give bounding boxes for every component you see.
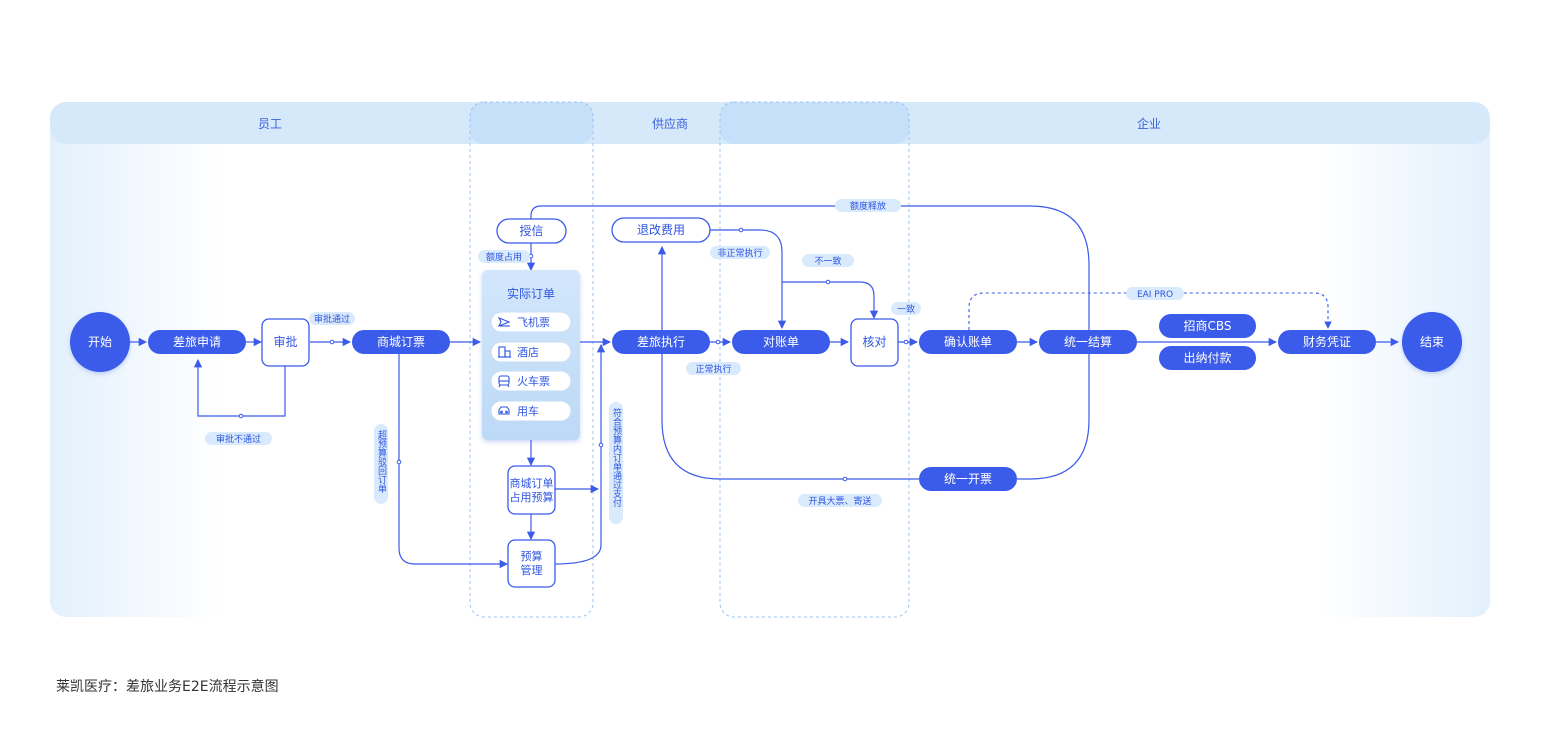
- verify-label: 核对: [862, 335, 886, 349]
- approve-label: 审批: [273, 334, 297, 349]
- end-label: 结束: [1420, 335, 1444, 349]
- travel-apply-label: 差旅申请: [173, 335, 221, 349]
- budget-mgmt-label-1: 预算: [521, 549, 543, 563]
- tag-mismatch: 不一致: [814, 255, 841, 267]
- tag-approval-failed: 审批不通过: [216, 433, 261, 445]
- mall-booking-node[interactable]: [352, 330, 450, 354]
- tag-approval-failed-bg: [205, 432, 272, 445]
- supplier-column-2-header: [720, 102, 909, 144]
- edge-invoice-exec: [657, 245, 919, 480]
- plane-icon: [497, 316, 511, 328]
- car-item[interactable]: [490, 400, 572, 422]
- unified-invoice-label: 统一开票: [944, 472, 992, 486]
- train-icon: [498, 375, 510, 388]
- tag-within-budget: 符合预算内订单通过支付: [611, 407, 622, 508]
- hotel-label: 酒店: [517, 345, 539, 359]
- tag-quota-release-bg: [835, 199, 901, 212]
- start-label: 开始: [88, 335, 112, 349]
- travel-exec-label: 差旅执行: [637, 335, 685, 349]
- cashier-pay-node[interactable]: [1159, 346, 1256, 370]
- budget-mgmt-node[interactable]: [507, 539, 556, 588]
- finance-voucher-label: 财务凭证: [1303, 334, 1351, 349]
- edge-budget-exec: [554, 343, 606, 565]
- diagram-caption: 莱凯医疗：差旅业务E2E流程示意图: [56, 679, 279, 695]
- credit-label: 授信: [519, 223, 543, 238]
- tag-abnormal-exec: 非正常执行: [717, 247, 762, 259]
- lane-supplier-title: 供应商: [652, 116, 688, 131]
- edge-verify-mismatch: [782, 281, 879, 320]
- building-icon: [498, 346, 511, 358]
- credit-node[interactable]: [496, 218, 567, 244]
- statement-label: 对账单: [763, 335, 799, 349]
- supplier-column-1: [469, 101, 594, 618]
- tag-eai-pro: EAI PRO: [1137, 290, 1173, 300]
- tag-over-budget-bg: [374, 424, 388, 504]
- car-label: 用车: [517, 404, 539, 418]
- supplier-column-1-header: [470, 102, 593, 144]
- finance-voucher-node[interactable]: [1278, 330, 1376, 354]
- unified-invoice-node[interactable]: [919, 467, 1017, 491]
- tag-approval-passed-bg: [309, 312, 355, 325]
- mall-budget-label-2: 占用预算: [510, 490, 554, 504]
- tag-mismatch-bg: [802, 254, 854, 267]
- lane-employee-title: 员工: [258, 117, 282, 131]
- confirm-statement-label: 确认账单: [944, 335, 992, 349]
- mall-budget-node[interactable]: [507, 465, 556, 515]
- cashier-pay-label: 出纳付款: [1183, 351, 1231, 365]
- car-icon: [498, 406, 510, 415]
- unified-settle-label: 统一结算: [1064, 334, 1112, 349]
- flight-label: 飞机票: [517, 315, 550, 329]
- mall-budget-label-1: 商城订单: [510, 476, 554, 490]
- refund-fee-node[interactable]: [611, 217, 711, 243]
- travel-apply-node[interactable]: [148, 330, 246, 354]
- budget-mgmt-label-2: 管理: [521, 563, 543, 577]
- unified-settle-node[interactable]: [1039, 330, 1137, 354]
- flight-item[interactable]: [490, 311, 572, 333]
- edge-quota-release: [530, 205, 1090, 480]
- mall-booking-label: 商城订票: [377, 334, 425, 349]
- tag-abnormal-exec-bg: [710, 246, 770, 259]
- confirm-statement-node[interactable]: [919, 330, 1017, 354]
- lane-enterprise-title: 企业: [1137, 116, 1161, 131]
- cmb-cbs-node[interactable]: [1159, 314, 1256, 338]
- tag-approval-passed: 审批通过: [314, 313, 350, 325]
- edge-refund-statement: [710, 229, 787, 330]
- tag-eai-pro-bg: [1126, 287, 1184, 300]
- diagram-panel: [50, 102, 1490, 617]
- statement-node[interactable]: [732, 330, 830, 354]
- tag-within-budget-bg: [609, 402, 623, 524]
- tag-quota-release: 额度释放: [850, 200, 886, 212]
- supplier-column-2: [719, 101, 910, 618]
- end-node[interactable]: [1402, 312, 1462, 372]
- train-label: 火车票: [517, 374, 550, 388]
- edge-mall-overbudget: [398, 354, 509, 569]
- cmb-cbs-label: 招商CBS: [1183, 318, 1231, 333]
- tag-invoice-mail: 开具大票、寄送: [808, 495, 871, 507]
- verify-node[interactable]: [850, 318, 899, 367]
- tag-normal-exec: 正常执行: [695, 363, 731, 375]
- refund-fee-label: 退改费用: [637, 223, 685, 237]
- tag-quota-occupied-bg: [478, 250, 530, 263]
- tag-match: 一致: [897, 303, 915, 315]
- actual-order-title: 实际订单: [507, 286, 555, 301]
- tag-normal-exec-bg: [686, 362, 741, 375]
- travel-exec-node[interactable]: [612, 330, 710, 354]
- tag-over-budget: 超预算驳回订单: [376, 429, 387, 494]
- approve-node[interactable]: [261, 318, 310, 367]
- train-item[interactable]: [490, 370, 572, 392]
- tag-match-bg: [891, 302, 921, 315]
- tag-invoice-mail-bg: [798, 494, 882, 507]
- tag-quota-occupied: 额度占用: [486, 251, 522, 263]
- start-node[interactable]: [70, 312, 130, 372]
